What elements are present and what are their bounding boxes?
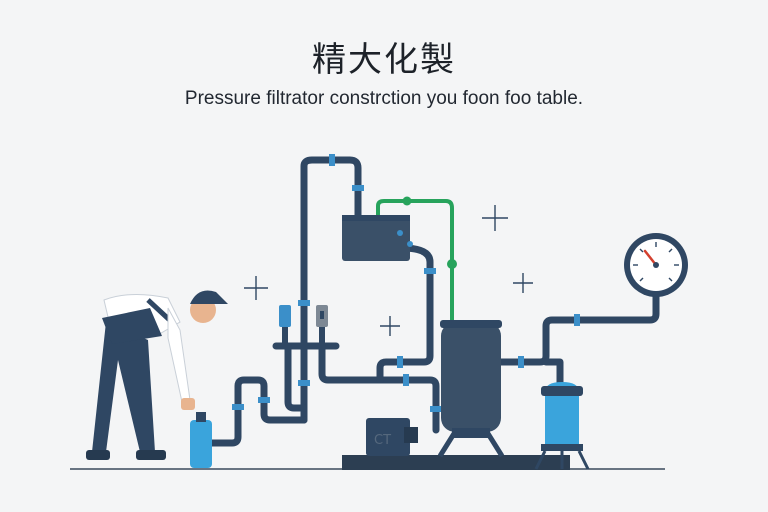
pump-label: CT bbox=[374, 433, 391, 448]
pressure-gauge-icon bbox=[624, 233, 688, 297]
green-pipe-node bbox=[402, 196, 412, 206]
control-box-indicator bbox=[397, 230, 403, 236]
machine-base bbox=[342, 455, 570, 470]
worker-figure bbox=[86, 290, 228, 460]
page-title: 精大化製 bbox=[312, 40, 456, 80]
filter-tank bbox=[441, 322, 501, 432]
sparkle-icon bbox=[244, 276, 268, 300]
sparkle-icon bbox=[513, 273, 533, 293]
water-tank bbox=[534, 382, 590, 470]
green-pipe bbox=[376, 199, 454, 324]
sparkle-icon bbox=[380, 316, 400, 336]
control-box-indicator bbox=[407, 241, 413, 247]
valve-icon bbox=[279, 305, 291, 327]
pipe-joints bbox=[232, 154, 580, 412]
control-box bbox=[342, 215, 410, 261]
page-subtitle: Pressure filtrator constrction you foon … bbox=[184, 88, 584, 109]
water-bottle bbox=[190, 412, 212, 468]
green-pipe-node bbox=[447, 259, 457, 269]
pump-unit bbox=[366, 418, 410, 456]
sparkle-icon bbox=[482, 205, 508, 231]
